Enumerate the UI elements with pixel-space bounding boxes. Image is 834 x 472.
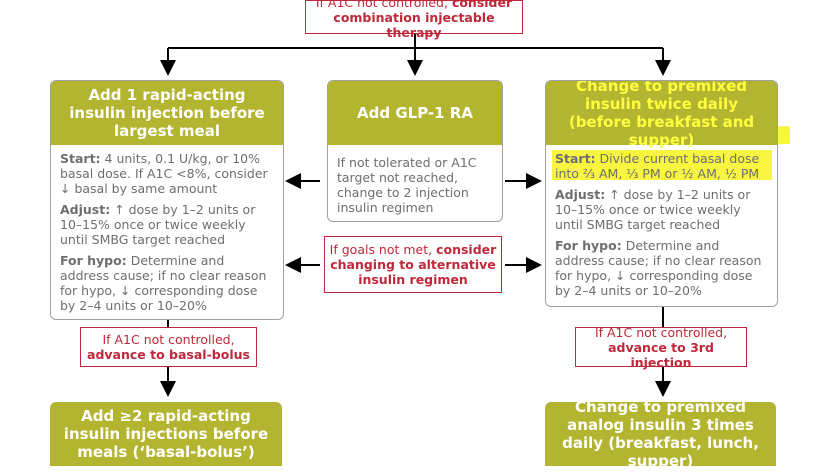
hypo-text: For hypo: Determine and address cause; i… — [60, 253, 267, 313]
connector-arrows — [160, 34, 671, 397]
basal-bolus-title: Add ≥2 rapid-acting insulin injections b… — [50, 402, 282, 466]
rapid-acting-title: Add 1 rapid-acting insulin injection bef… — [51, 81, 283, 145]
alternative-regimen-note: If goals not met, consider changing to a… — [324, 236, 502, 293]
note-bold: consider changing to alternative insulin… — [330, 242, 497, 287]
note-text: If goals not met, — [329, 242, 437, 257]
top-note-bold: consider — [451, 0, 513, 10]
start-text: Start: 4 units, 0.1 U/kg, or 10% basal d… — [60, 151, 268, 196]
start-text: Start: Divide current basal dose into ⅔ … — [555, 151, 760, 181]
premixed-title: Change to premixed insulin twice daily (… — [546, 81, 777, 149]
rapid-acting-box: Add 1 rapid-acting insulin injection bef… — [50, 80, 284, 320]
top-note-text: If A1C not controlled, — [315, 0, 452, 10]
adjust-text: Adjust: ↑ dose by 1–2 units or 10–15% on… — [555, 187, 751, 232]
note-bold: advance to basal-bolus — [87, 347, 250, 362]
hypo-text: For hypo: Determine and address cause; i… — [555, 238, 762, 298]
note-bold: advance to 3rd injection — [608, 339, 714, 370]
top-note: If A1C not controlled, consider combinat… — [305, 0, 523, 40]
note-text: If A1C not controlled, — [102, 332, 235, 347]
glp1-box: Add GLP-1 RA If not tolerated or A1C tar… — [327, 80, 503, 222]
glp1-text: If not tolerated or A1C target not reach… — [337, 155, 477, 215]
top-note-bold-2: combination injectable therapy — [333, 9, 495, 40]
basal-bolus-note: If A1C not controlled, advance to basal-… — [80, 327, 257, 367]
premixed-box: Change to premixed insulin twice daily (… — [545, 80, 778, 307]
premixed-3x-title: Change to premixed analog insulin 3 time… — [545, 402, 776, 470]
adjust-text: Adjust: ↑ dose by 1–2 units or 10–15% on… — [60, 202, 256, 247]
premixed-3x-box: Change to premixed analog insulin 3 time… — [545, 402, 776, 472]
third-injection-note: If A1C not controlled, advance to 3rd in… — [575, 324, 747, 370]
note-text: If A1C not controlled, — [594, 324, 728, 340]
basal-bolus-box: Add ≥2 rapid-acting insulin injections b… — [50, 402, 282, 472]
glp1-title: Add GLP-1 RA — [328, 81, 502, 145]
